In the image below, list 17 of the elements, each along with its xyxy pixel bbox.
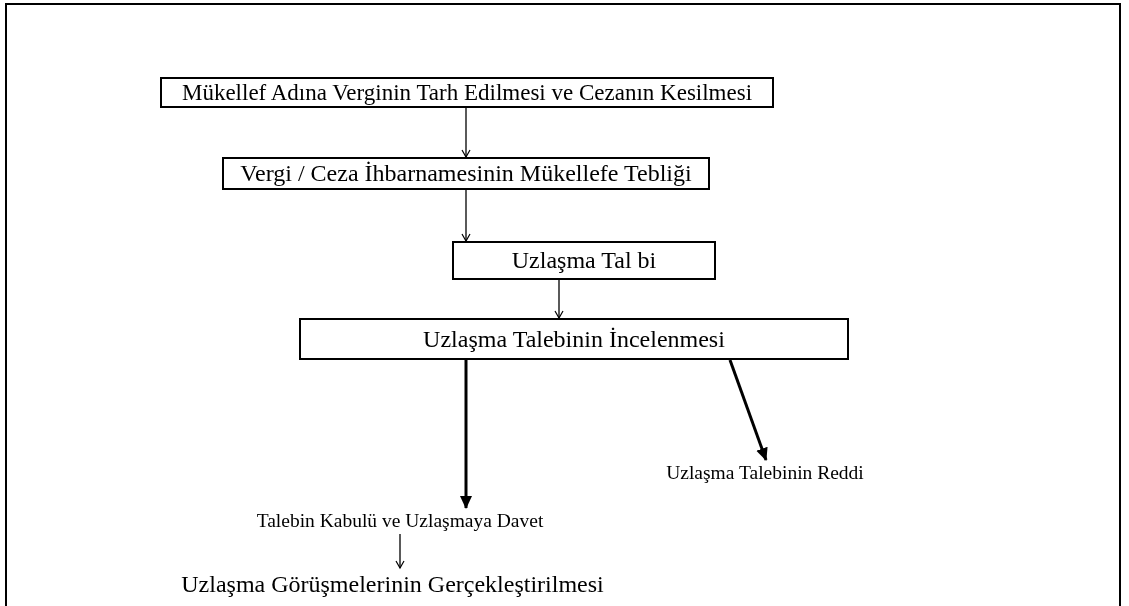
arrow [554, 279, 564, 319]
process-box [160, 77, 774, 108]
box-text: Mükellef Adına Verginin Tarh Edilmesi ve Cezanın Kesilmesi [181, 79, 753, 106]
arrow [728, 359, 768, 461]
box-text: Uzlaşma Talebinin İncelenmesi [423, 325, 725, 353]
process-box [452, 241, 716, 280]
arrow [460, 360, 472, 509]
arrow [461, 189, 471, 242]
arrow [461, 107, 471, 158]
step-label: Uzlaşma Görüşmelerinin Gerçekleştirilmesi [170, 568, 615, 600]
box-text: Vergi / Ceza İhbarnamesinin Mükellefe Tebliği [240, 160, 692, 187]
step-label: Uzlaşma Talebinin Reddi [650, 460, 880, 486]
box-text: Uzlaşma Tal bi [511, 247, 657, 274]
process-box [299, 318, 849, 360]
process-box [222, 157, 710, 190]
step-label: Talebin Kabulü ve Uzlaşmaya Davet [240, 508, 560, 534]
arrow [395, 533, 405, 569]
